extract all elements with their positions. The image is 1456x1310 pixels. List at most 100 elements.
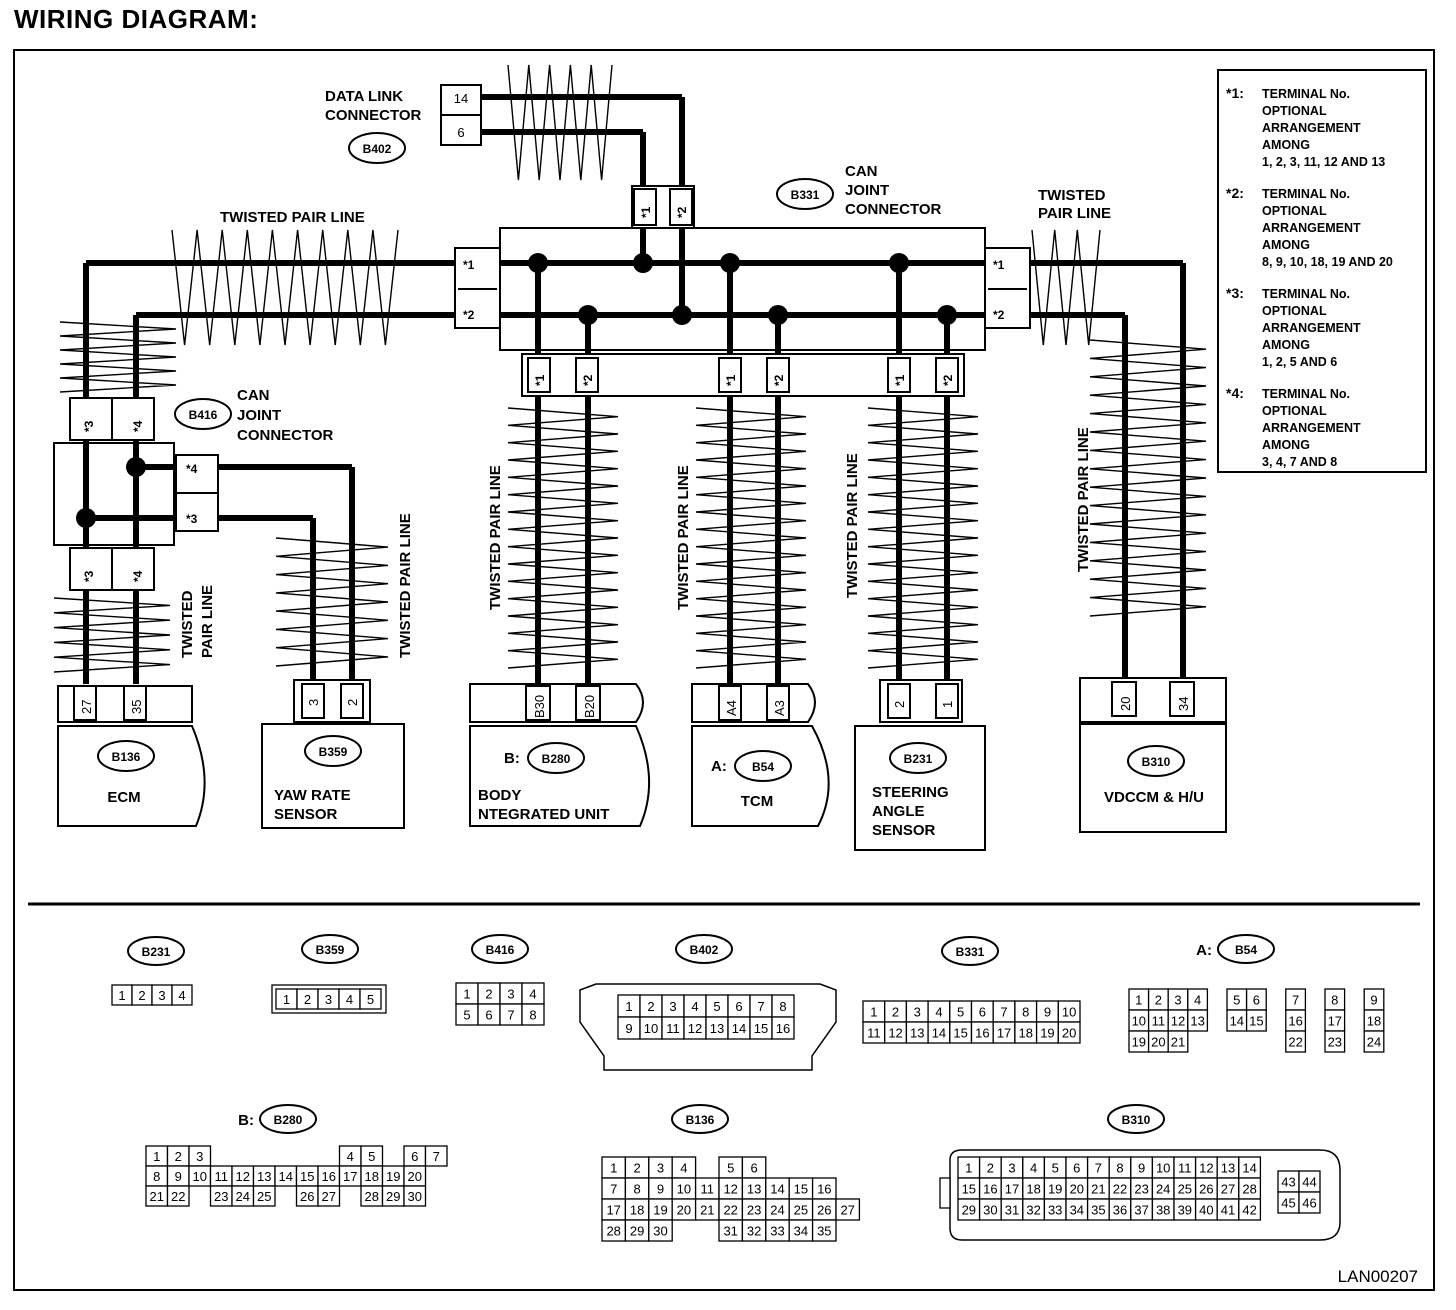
- connector-cell: [403, 1185, 427, 1207]
- tcm-pin-a4: A4: [724, 700, 739, 716]
- connector-pin-number: 32: [1026, 1203, 1040, 1218]
- connector-pin-number: 7: [757, 999, 764, 1014]
- connector-pin-number: 7: [1000, 1005, 1007, 1020]
- connector-pin-number: 13: [747, 1182, 761, 1197]
- legend-line: ARRANGEMENT: [1262, 221, 1361, 235]
- twisted-label-body: TWISTED PAIR LINE: [487, 465, 504, 610]
- connector-pin-number: 6: [750, 1161, 757, 1176]
- connector-pin-number: 8: [153, 1169, 160, 1184]
- connector-pin-number: 24: [770, 1203, 784, 1218]
- connector-pin-number: 12: [1199, 1161, 1213, 1176]
- vdc-pin-34: 34: [1176, 697, 1191, 711]
- connector-pin-number: 14: [932, 1026, 946, 1041]
- connector-cell: [835, 1198, 861, 1221]
- b310-latch: [939, 1177, 951, 1209]
- connector-pin-number: 6: [735, 999, 742, 1014]
- connector-pin-number: 40: [1199, 1203, 1213, 1218]
- connector-pin-number: 5: [1233, 993, 1240, 1008]
- b331-drop-mark-2c: *2: [941, 374, 955, 386]
- legend-line: OPTIONAL: [1262, 304, 1327, 318]
- connector-pin-number: 18: [630, 1203, 644, 1218]
- steer-code: B231: [904, 752, 933, 766]
- connector-pin-number: 39: [1178, 1203, 1192, 1218]
- diagram-frame: [13, 49, 1435, 1291]
- connector-pin-number: 7: [610, 1182, 617, 1197]
- connector-pin-number: 5: [367, 992, 374, 1007]
- connector-pin-number: 8: [779, 999, 786, 1014]
- connector-pin-number: 14: [1242, 1161, 1256, 1176]
- b331-right-mark-1: *1: [993, 258, 1005, 272]
- connector-pin-number: 19: [386, 1169, 400, 1184]
- connector-pin-number: 6: [1073, 1161, 1080, 1176]
- connector-pin-number: 1: [1135, 993, 1142, 1008]
- twist-hatch: [1031, 229, 1101, 346]
- connector-pin-number: 2: [304, 992, 311, 1007]
- connector-pin-number: 34: [794, 1224, 808, 1239]
- connector-pin-number: 2: [987, 1161, 994, 1176]
- b331-drop-mark-1b: *1: [724, 374, 738, 386]
- connector-pin-number: 15: [953, 1026, 967, 1041]
- connector-pin-number: 3: [325, 992, 332, 1007]
- connector-pin-number: 2: [1155, 993, 1162, 1008]
- can-bus-wires: [83, 94, 1186, 684]
- connector-pin-number: 33: [770, 1224, 784, 1239]
- connector-pin-number: 44: [1302, 1175, 1316, 1190]
- b331-drop-mark-1c: *1: [893, 374, 907, 386]
- connector-pin-number: 29: [630, 1224, 644, 1239]
- b331-left-mark-1: *1: [463, 258, 475, 272]
- connector-pin-number: 17: [343, 1169, 357, 1184]
- connector-pin-number: 4: [680, 1161, 687, 1176]
- connector-pin-number: 29: [962, 1203, 976, 1218]
- connector-pin-number: 22: [723, 1203, 737, 1218]
- connector-pin-number: 14: [732, 1021, 746, 1036]
- ecm-name: ECM: [107, 789, 140, 806]
- connector-code: B402: [690, 943, 719, 957]
- connector-pin-number: 31: [1005, 1203, 1019, 1218]
- connector-pin-number: 26: [1199, 1182, 1213, 1197]
- connector-pin-number: 2: [485, 987, 492, 1002]
- connector-pin-number: 22: [171, 1189, 185, 1204]
- connector-cell: [166, 1185, 190, 1207]
- connector-pin-number: 4: [935, 1005, 942, 1020]
- connector-pin-number: 11: [867, 1026, 881, 1041]
- vdc-name: VDCCM & H/U: [1104, 789, 1204, 806]
- connector-pin-number: 18: [1019, 1026, 1033, 1041]
- b416-top-mark-3: *3: [82, 420, 96, 432]
- connector-pin-number: 21: [1091, 1182, 1105, 1197]
- connector-pin-number: 3: [507, 987, 514, 1002]
- connector-code-badge: [127, 936, 185, 966]
- yaw-code-badge: [304, 735, 362, 767]
- connector-code: B416: [486, 943, 515, 957]
- body-integrated-unit-module: [469, 683, 651, 827]
- twisted-label-steer: TWISTED PAIR LINE: [844, 453, 861, 598]
- connector-cell: [1167, 1030, 1189, 1053]
- legend-line: TERMINAL No.: [1262, 87, 1350, 101]
- connector-pin-number: 26: [817, 1203, 831, 1218]
- vdccm-module: [1079, 677, 1227, 833]
- connector-code: B310: [1122, 1113, 1151, 1127]
- legend-line: ARRANGEMENT: [1262, 321, 1361, 335]
- legend-mark: *4:: [1226, 385, 1244, 401]
- b359-housing: [271, 984, 387, 1014]
- b416-top-mark-4: *4: [131, 420, 145, 432]
- connector-cell: [1057, 1021, 1081, 1044]
- connector-pin-number: 1: [118, 988, 125, 1003]
- dlc-pin-6: 6: [457, 125, 464, 140]
- connector-cell: [1187, 1009, 1209, 1032]
- connector-pin-number: 12: [723, 1182, 737, 1197]
- connector-pin-number: 11: [1152, 1014, 1166, 1029]
- connector-pin-number: 22: [1113, 1182, 1127, 1197]
- ecm-pin-27: 27: [79, 700, 94, 714]
- connector-prefix: B:: [238, 1112, 254, 1129]
- connector-pin-number: 11: [666, 1021, 680, 1036]
- tcm-prefix: A:: [711, 758, 727, 775]
- connector-pin-number: 16: [1288, 1014, 1302, 1029]
- b416-label-line2: JOINT: [237, 407, 281, 424]
- connector-pin-number: 5: [957, 1005, 964, 1020]
- twisted-label-yaw: TWISTED PAIR LINE: [397, 513, 414, 658]
- connector-cell: [1363, 1030, 1385, 1053]
- connector-pin-number: 13: [257, 1169, 271, 1184]
- connector-pin-number: 4: [1194, 993, 1201, 1008]
- connector-pin-number: 5: [368, 1149, 375, 1164]
- connector-pin-number: 1: [153, 1149, 160, 1164]
